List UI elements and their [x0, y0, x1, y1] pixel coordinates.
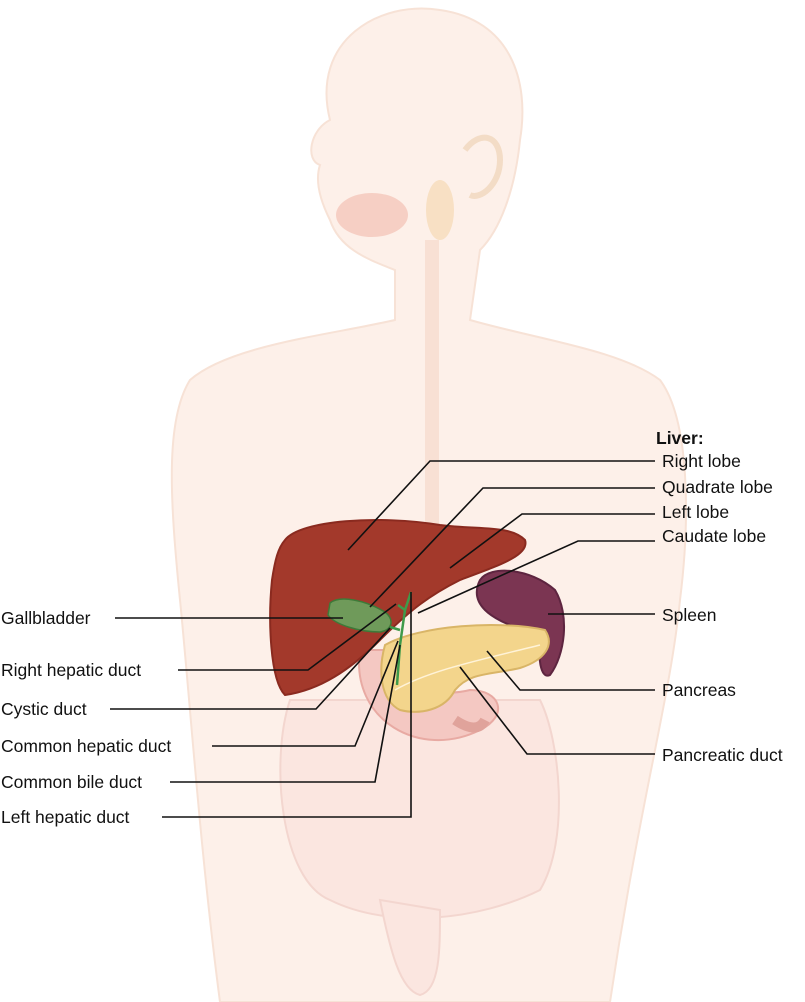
- gallbladder: [327, 598, 392, 633]
- pharynx: [426, 180, 454, 240]
- label-common-bile-duct: Common bile duct: [1, 772, 143, 792]
- leader-cystic-duct: [110, 627, 391, 710]
- leader-left-hepatic-duct: [162, 592, 412, 818]
- label-right-hepatic-duct: Right hepatic duct: [1, 660, 142, 680]
- leader-caudate-lobe: [417, 540, 655, 614]
- label-gallbladder: Gallbladder: [1, 608, 91, 628]
- leader-common-bile-duct: [170, 644, 401, 783]
- label-left-hepatic-duct: Left hepatic duct: [1, 807, 130, 827]
- label-left-lobe: Left lobe: [662, 502, 730, 522]
- mouth-cavity: [336, 193, 408, 237]
- leader-right-hepatic-duct: [178, 603, 397, 671]
- leader-common-hepatic-duct: [212, 640, 399, 747]
- leader-quadrate-lobe: [369, 487, 655, 608]
- label-common-hepatic-duct: Common hepatic duct: [1, 736, 172, 756]
- liver-heading: Liver:: [656, 428, 704, 448]
- leader-lines: [110, 460, 655, 818]
- label-spleen: Spleen: [662, 605, 717, 625]
- pancreatic-duct: [394, 644, 541, 691]
- label-pancreas: Pancreas: [662, 680, 736, 700]
- leader-right-lobe: [347, 460, 655, 551]
- label-quadrate-lobe: Quadrate lobe: [662, 477, 773, 497]
- intestines: [279, 699, 560, 997]
- leader-pancreatic-duct: [459, 666, 655, 755]
- ear: [462, 134, 504, 199]
- leader-pancreas: [486, 650, 655, 691]
- label-cystic-duct: Cystic duct: [1, 699, 87, 719]
- label-right-lobe: Right lobe: [662, 451, 741, 471]
- esophagus: [425, 240, 439, 570]
- pancreas: [380, 624, 550, 713]
- label-pancreatic-duct: Pancreatic duct: [662, 745, 783, 765]
- label-caudate-lobe: Caudate lobe: [662, 526, 767, 546]
- leader-left-lobe: [449, 513, 655, 569]
- duodenum: [452, 715, 490, 733]
